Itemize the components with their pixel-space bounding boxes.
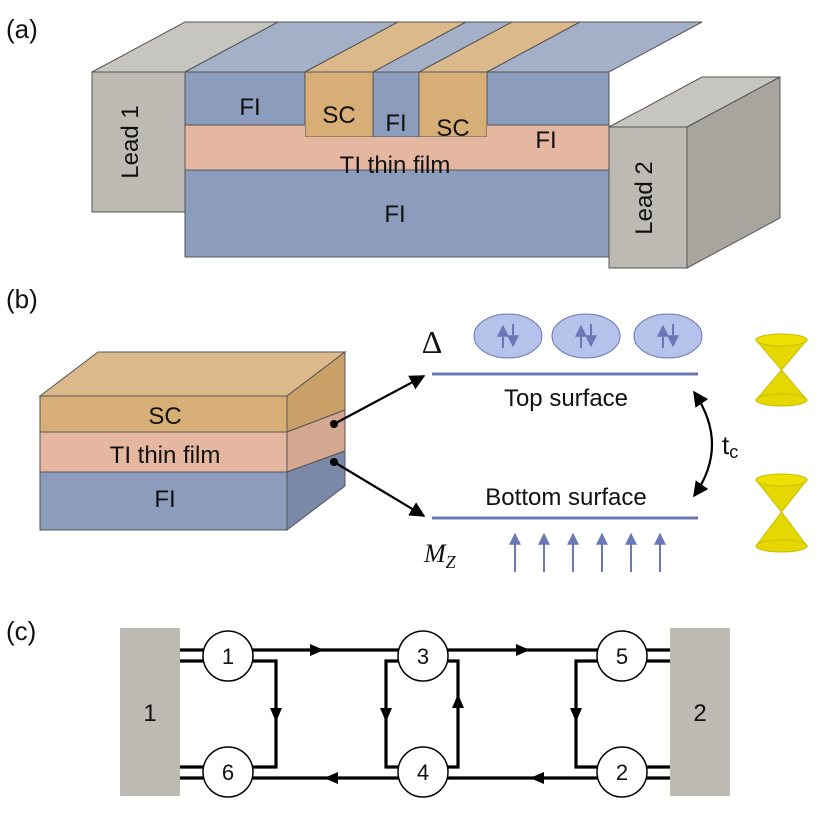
arrow-up-icon — [452, 694, 464, 708]
node-circle — [397, 746, 449, 798]
magnetization-arrows — [509, 532, 666, 572]
stack-sc-front — [39, 395, 288, 433]
panel-label-c: (c) — [6, 616, 36, 646]
dirac-cone-top-icon — [754, 333, 809, 407]
cooper-pair — [633, 313, 703, 359]
arrow-left-icon — [324, 772, 338, 784]
fi-right-label: FI — [535, 127, 556, 154]
arrow-down-icon — [270, 708, 282, 722]
lead-right-label: 2 — [693, 700, 706, 727]
fi-left-label: FI — [239, 94, 260, 121]
node-label: 4 — [417, 760, 429, 785]
sc-left-label: SC — [322, 102, 355, 129]
fi-bottom-label: FI — [384, 201, 405, 228]
node-label: 5 — [616, 644, 628, 669]
stack-b — [38, 350, 347, 532]
lead-right — [670, 628, 730, 796]
bottom-surface-label: Bottom surface — [485, 484, 646, 511]
panel-label-a: (a) — [6, 14, 38, 44]
node-label: 1 — [222, 644, 234, 669]
fi-mid-label: FI — [385, 110, 406, 137]
tunneling-arc — [693, 390, 713, 498]
arrow-right-icon — [516, 644, 530, 656]
delta-symbol: Δ — [422, 324, 443, 360]
lead-left — [120, 628, 180, 796]
node-label: 3 — [417, 644, 429, 669]
stack-sc-label: SC — [148, 403, 181, 430]
cooper-pair — [551, 313, 621, 359]
panel-label-b: (b) — [6, 284, 38, 314]
flow-arrows — [270, 644, 582, 784]
stack-fi-side — [286, 450, 346, 532]
stack-fi-label: FI — [154, 486, 175, 513]
node-circle — [596, 630, 648, 682]
arrow-down-icon — [380, 708, 392, 722]
node-circle — [202, 746, 254, 798]
scattering-nodes: 1 3 5 6 4 2 — [202, 630, 648, 798]
sc-right-label: SC — [436, 115, 469, 142]
tc-label: tc — [722, 430, 738, 462]
dirac-cone-bottom-icon — [754, 473, 809, 553]
ti-film-label: TI thin film — [340, 152, 451, 179]
node-circle — [202, 630, 254, 682]
node-circle — [397, 630, 449, 682]
lead2-label: Lead 2 — [631, 161, 658, 234]
node-label: 2 — [616, 760, 628, 785]
bottom-surface-arrow — [333, 461, 426, 517]
node-label: 6 — [222, 760, 234, 785]
arrow-down-icon — [570, 708, 582, 722]
arrow-right-icon — [310, 644, 324, 656]
mz-label: MZ — [423, 539, 457, 572]
top-surface-label: Top surface — [504, 385, 628, 412]
node-circle — [596, 746, 648, 798]
cooper-pair — [473, 313, 543, 359]
cooper-pairs — [473, 313, 703, 359]
stack-ti-label: TI thin film — [110, 442, 221, 469]
lead-left-label: 1 — [143, 700, 156, 727]
stack-fi-front — [39, 471, 288, 531]
lead1-label: Lead 1 — [117, 105, 144, 178]
top-surface-arrow — [333, 375, 426, 425]
arrow-left-icon — [530, 772, 544, 784]
